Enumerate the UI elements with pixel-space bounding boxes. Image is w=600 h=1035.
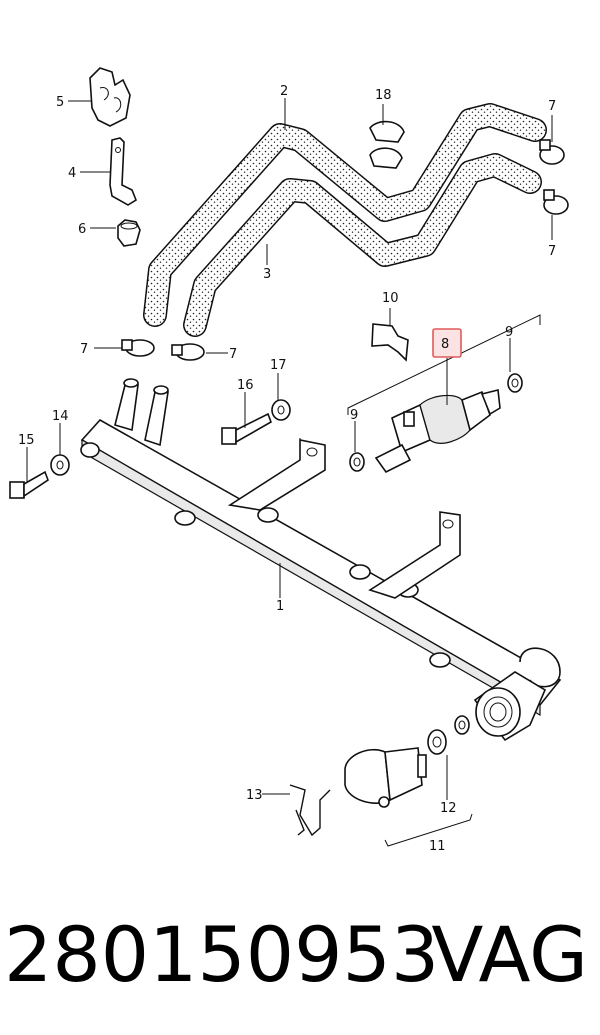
fuel-rail-1	[80, 378, 562, 717]
clip-18	[369, 120, 405, 169]
exploded-parts-diagram: 1 2 3 4 5 6 7 7 7 7 8 9 9 10 11 12 13 14…	[9, 67, 569, 854]
washer-17	[271, 399, 291, 421]
callout-11: 11	[429, 839, 446, 854]
bolt-15	[9, 470, 49, 499]
leader-lines	[26, 98, 553, 800]
o-ring-9-left	[349, 452, 365, 472]
callout-3: 3	[263, 267, 271, 282]
callout-16: 16	[237, 378, 254, 393]
regulator-socket	[473, 671, 547, 742]
clamp-block-5	[89, 67, 131, 127]
washer-14	[50, 454, 70, 476]
callout-9-left: 9	[350, 408, 358, 423]
bracket-4	[109, 137, 137, 206]
callout-12: 12	[440, 801, 457, 816]
clip-10	[371, 323, 409, 362]
callout-5: 5	[56, 95, 64, 110]
hose-3	[183, 153, 542, 337]
caption-bar: 280150953 VAG	[0, 895, 600, 1015]
hose-clamp-7-left-b	[171, 343, 205, 361]
group-bracket-regulator	[384, 813, 473, 847]
callout-1: 1	[276, 599, 284, 614]
callout-10: 10	[382, 291, 399, 306]
hose-clamp-7-lower-right	[543, 189, 569, 215]
group-bracket-injector	[347, 314, 541, 415]
callout-9-right: 9	[505, 325, 513, 340]
callout-7-upper-right: 7	[548, 99, 556, 114]
gasket-12	[427, 715, 470, 755]
part-number: 280150953	[4, 910, 440, 999]
callout-17: 17	[270, 358, 287, 373]
hose-clamp-7-upper-right	[539, 139, 565, 165]
callout-13: 13	[246, 788, 263, 803]
highlight-part-8	[432, 328, 462, 358]
callout-8: 8	[441, 337, 449, 352]
callout-7-left: 7	[80, 342, 88, 357]
nut-6	[117, 219, 141, 247]
bolt-16	[221, 412, 272, 445]
callout-7-lower-right: 7	[548, 244, 556, 259]
pressure-regulator-11	[344, 747, 427, 808]
callout-7-middle: 7	[229, 347, 237, 362]
callout-18: 18	[375, 88, 392, 103]
o-ring-9-right	[507, 373, 523, 393]
callout-4: 4	[68, 166, 76, 181]
hose-2	[143, 103, 547, 327]
injector-8	[374, 389, 501, 474]
spring-clip-13	[289, 784, 331, 837]
callout-15: 15	[18, 433, 35, 448]
callout-14: 14	[52, 409, 69, 424]
callout-6: 6	[78, 222, 86, 237]
callout-2: 2	[280, 84, 288, 99]
brand-name: VAG	[431, 910, 588, 999]
hose-clamp-7-left-a	[121, 339, 155, 357]
